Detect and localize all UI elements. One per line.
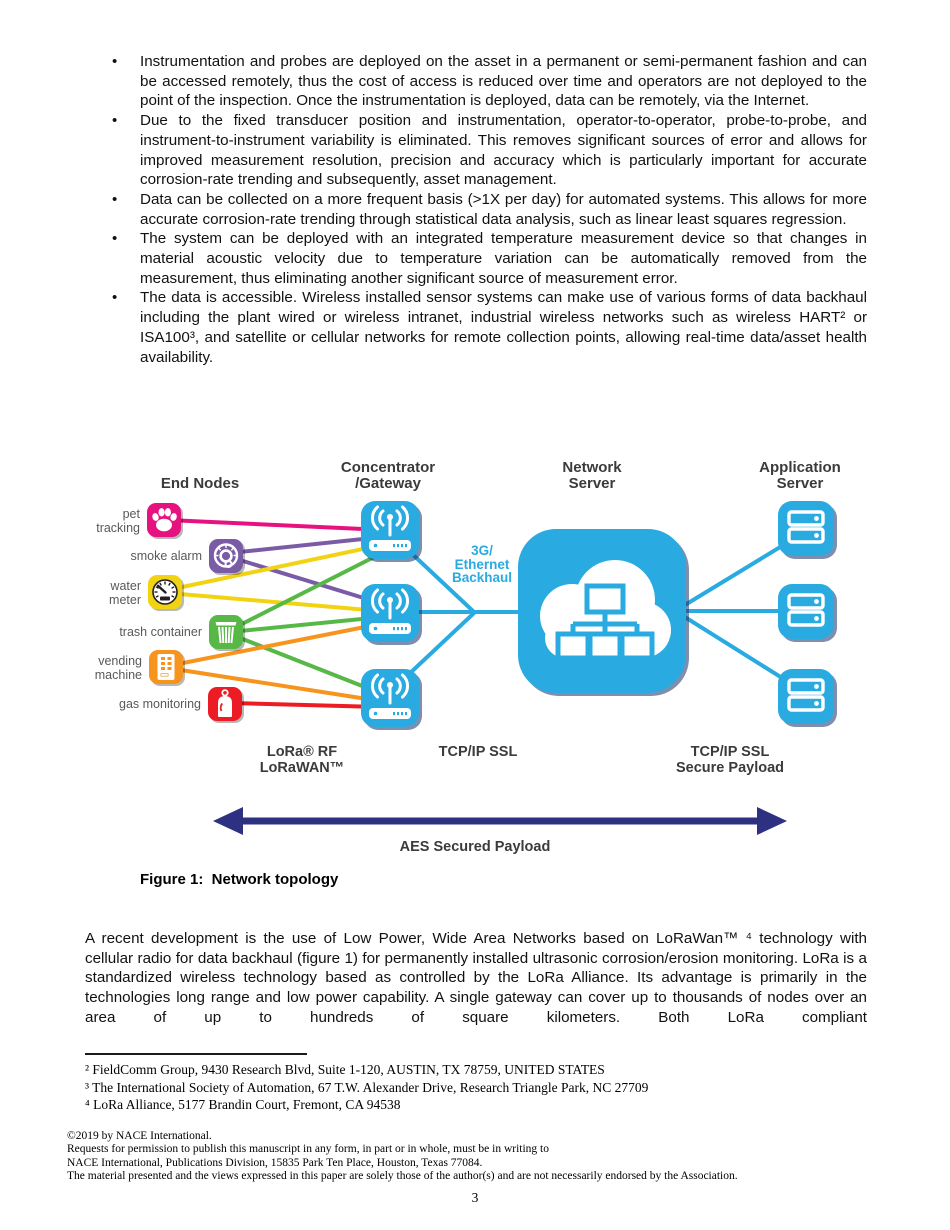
- server-stack-icon: [787, 593, 825, 627]
- footnote: ³ The International Society of Automatio…: [85, 1079, 649, 1095]
- link-trash-gw1: [228, 551, 384, 632]
- backhaul-label: 3G/ Ethernet Backhaul: [451, 543, 513, 585]
- cloud-network-icon: [540, 560, 671, 661]
- gateway-2: [361, 584, 419, 642]
- smoke-alarm-icon: [213, 543, 239, 568]
- backhaul-links: [406, 536, 797, 688]
- vending-machine-icon: [157, 654, 175, 680]
- column-header-end-nodes: End Nodes: [160, 475, 240, 492]
- link-cloud-as3: [678, 612, 797, 688]
- aes-arrow-right-head: [757, 807, 787, 835]
- node-label-gas-monitoring: gas monitoring: [119, 697, 201, 711]
- application-server-2: [778, 584, 834, 639]
- page-number: 3: [471, 1190, 479, 1205]
- vending-machine-node: [149, 650, 183, 684]
- footer-line: The material presented and the views exp…: [67, 1170, 738, 1183]
- gateway-1: [361, 501, 419, 559]
- footer-line: ©2019 by NACE International.: [67, 1130, 212, 1142]
- antenna-router-icon: [369, 588, 411, 634]
- column-header-application-server: Application Server: [759, 459, 841, 492]
- bullet-item: Data can be collected on a more frequent…: [85, 190, 867, 229]
- aes-arrow-left-head: [213, 807, 243, 835]
- copyright-footer: ©2019 by NACE International. Requests fo…: [67, 1130, 738, 1184]
- footnotes: ² FieldComm Group, 9430 Research Blvd, S…: [85, 1061, 648, 1114]
- lora-links: [166, 518, 387, 709]
- bullet-list: Instrumentation and probes are deployed …: [85, 52, 867, 367]
- trash-icon: [215, 622, 237, 644]
- gateway-3: [361, 669, 419, 727]
- footer-line: Requests for permission to publish this …: [67, 1143, 549, 1156]
- bullet-item: Instrumentation and probes are deployed …: [85, 52, 867, 111]
- link-pet-gw1: [166, 518, 387, 532]
- node-label-pet-tracking: pet tracking: [96, 507, 140, 535]
- link-smoke-gw2: [228, 555, 382, 605]
- lora-rf-label: LoRa® RF LoRaWAN™: [259, 744, 345, 776]
- link-smoke-gw1: [228, 535, 384, 555]
- link-water-gw2: [166, 591, 382, 613]
- link-gw3-cloud: [406, 611, 476, 677]
- link-gw1-cloud: [406, 548, 476, 614]
- body-paragraph: A recent development is the use of Low P…: [85, 930, 867, 1026]
- footnote: ² FieldComm Group, 9430 Research Blvd, S…: [85, 1062, 605, 1077]
- footer-line: NACE International, Publications Divisio…: [67, 1156, 483, 1169]
- link-gas-gw3: [228, 701, 382, 709]
- gas-cylinder-icon: [218, 689, 232, 717]
- water-meter-icon: [152, 579, 178, 605]
- pet-tracking-node: [147, 503, 181, 537]
- link-vending-gw2: [166, 622, 382, 668]
- aes-secured-payload-label: AES Secured Payload: [399, 839, 551, 855]
- link-cloud-as1: [678, 536, 797, 610]
- application-server-1: [778, 501, 834, 556]
- link-trash-gw3: [228, 632, 382, 695]
- column-header-network-server: Network Server: [562, 459, 622, 492]
- bullet-item: The system can be deployed with an integ…: [85, 229, 867, 288]
- node-label-trash-container: trash container: [119, 625, 202, 639]
- column-header-concentrator-gateway: Concentrator /Gateway: [340, 459, 436, 492]
- application-server-3: [778, 669, 834, 724]
- tcpip-ssl-secure-payload-label: TCP/IP SSL Secure Payload: [676, 744, 784, 776]
- link-water-gw1: [166, 543, 384, 592]
- server-stack-icon: [787, 678, 825, 712]
- topology-links-layer: [166, 518, 797, 835]
- aes-arrow: [213, 807, 787, 835]
- tcpip-ssl-label: TCP/IP SSL: [438, 744, 518, 760]
- node-label-water-meter: water meter: [109, 579, 141, 607]
- figure-caption: Figure 1: Network topology: [140, 871, 339, 888]
- gas-monitoring-node: [208, 687, 242, 721]
- footnote-divider: [85, 1053, 307, 1055]
- link-trash-gw2: [228, 615, 384, 634]
- bullet-item: The data is accessible. Wireless install…: [85, 288, 867, 367]
- paw-icon: [152, 508, 177, 532]
- server-stack-icon: [787, 510, 825, 544]
- node-label-smoke-alarm: smoke alarm: [130, 549, 202, 563]
- link-vending-gw3: [166, 666, 382, 703]
- antenna-router-icon: [369, 673, 411, 719]
- water-meter-node: [148, 575, 182, 609]
- footnote: ⁴ LoRa Alliance, 5177 Brandin Court, Fre…: [85, 1097, 401, 1112]
- figure-network-topology: End Nodes Concentrator /Gateway Network …: [0, 450, 950, 905]
- node-label-vending-machine: vending machine: [94, 654, 142, 682]
- network-server-node: [518, 529, 686, 693]
- antenna-router-icon: [369, 505, 411, 551]
- trash-container-node: [209, 615, 243, 649]
- smoke-alarm-node: [209, 539, 243, 573]
- bullet-item: Due to the fixed transducer position and…: [85, 111, 867, 190]
